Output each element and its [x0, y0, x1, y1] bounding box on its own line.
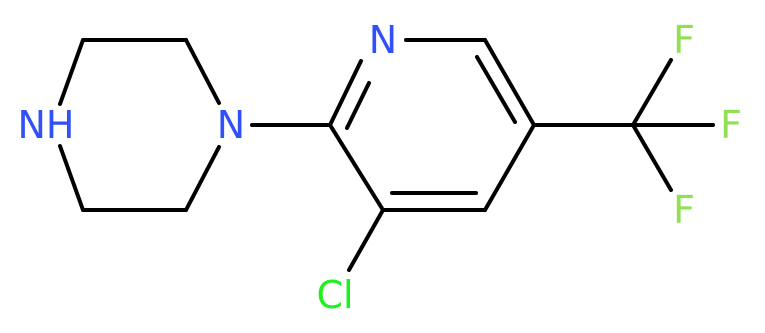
bond-cf3-f-bottom	[631, 123, 673, 192]
atom-f-bottom: F	[673, 188, 695, 232]
atom-cl: Cl	[316, 273, 353, 317]
bond-c2-n1-inner	[345, 81, 371, 130]
bond-c6-c5-inner	[475, 55, 517, 124]
bond-n-c-bottom	[184, 145, 221, 212]
bond-c2-n1	[328, 59, 363, 127]
atom-n-pyridine: N	[369, 18, 397, 62]
trifluoromethyl-group	[532, 58, 715, 192]
bond-c6-c5	[483, 38, 536, 127]
bond-c3-c2	[328, 123, 385, 212]
piperazine-ring	[58, 38, 221, 212]
atom-f-right: F	[720, 103, 742, 147]
pyridine-ring	[328, 38, 536, 212]
bond-c5-c4	[483, 123, 536, 212]
atom-nh: NH	[18, 103, 75, 147]
bond-cf3-f-top	[631, 58, 673, 127]
bond-c-n-top	[184, 38, 221, 105]
atom-n-piperazine: N	[217, 103, 245, 147]
bond-c-nh-bottom	[58, 144, 85, 212]
bond-nh-c-top	[58, 38, 85, 106]
bond-c3-cl	[347, 208, 385, 272]
atom-f-top: F	[673, 18, 695, 62]
